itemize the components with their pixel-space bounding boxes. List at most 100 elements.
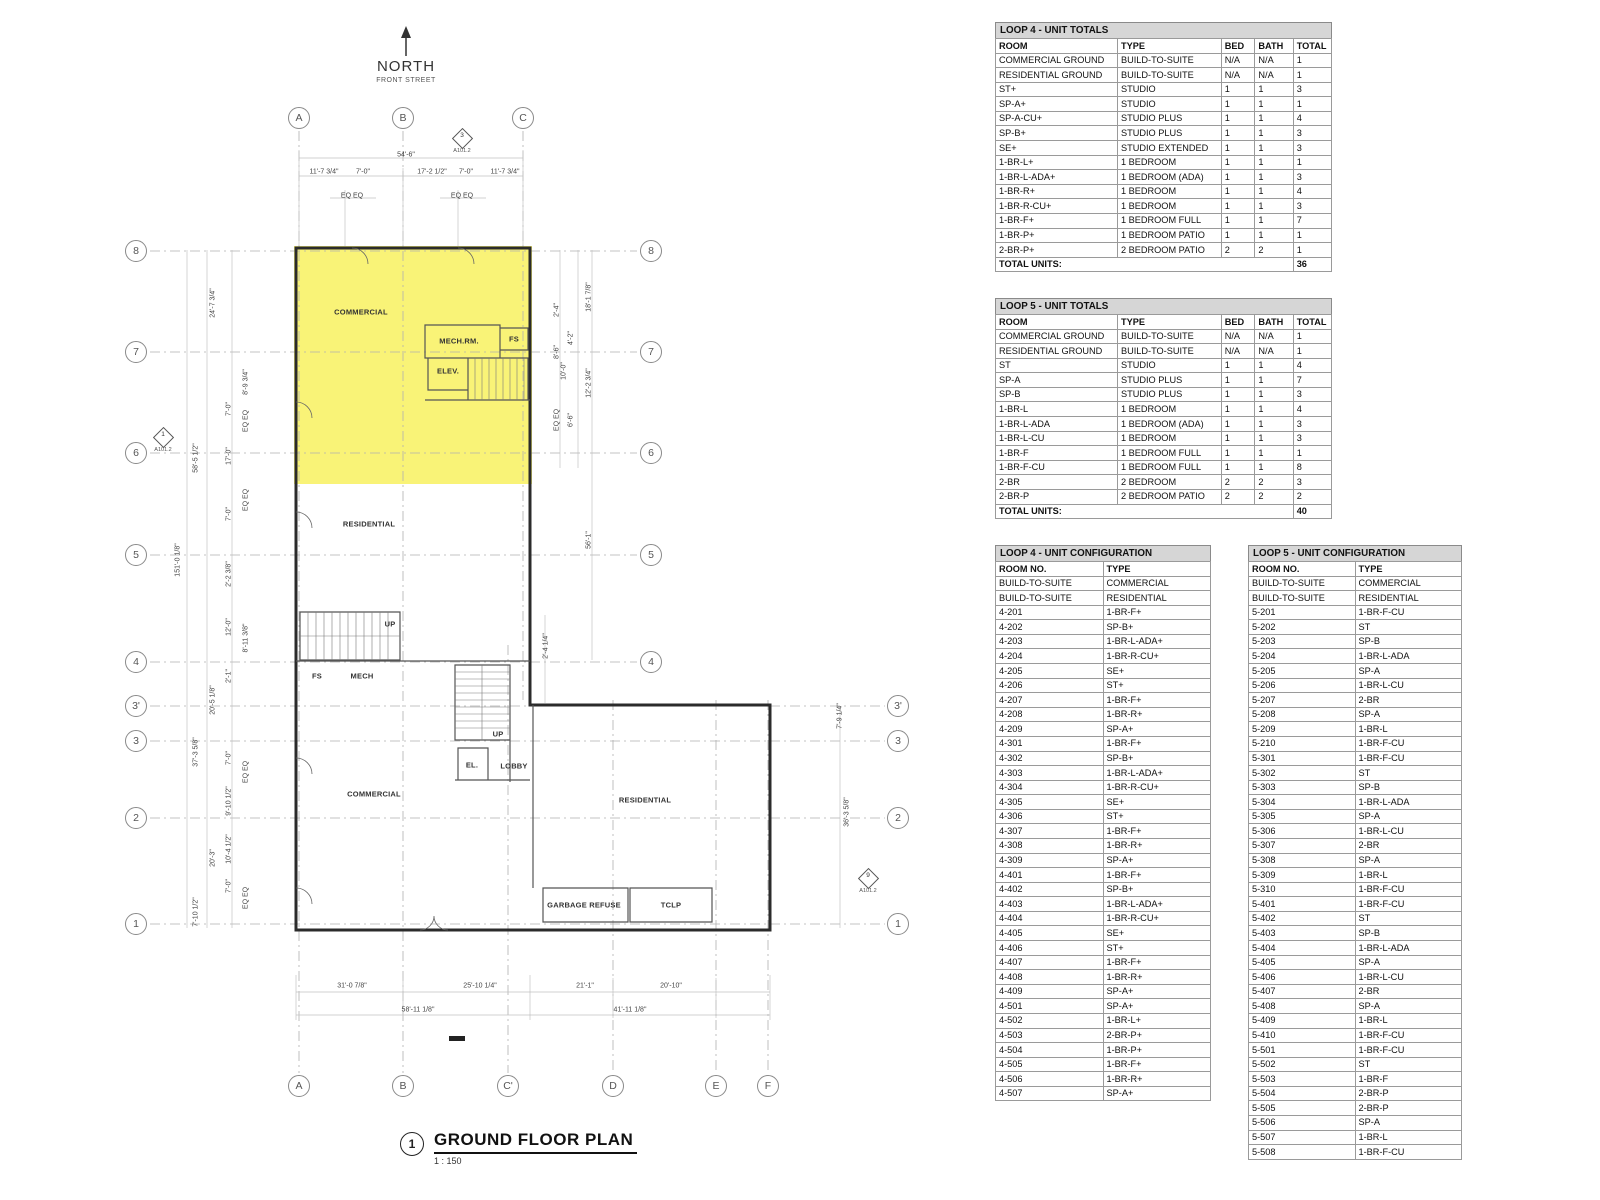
table-cell: 1 xyxy=(1254,372,1294,388)
table-cell: 5-202 xyxy=(1248,619,1356,635)
table-cell: 1 xyxy=(1254,212,1294,229)
table-cell: SE+ xyxy=(1102,663,1211,679)
total-units-label: TOTAL UNITS: xyxy=(995,503,1294,520)
dimension-label: 7'-0" xyxy=(459,168,473,176)
table-cell: SP-A xyxy=(995,372,1118,388)
room-label: COMMERCIAL xyxy=(334,307,388,317)
table-cell: SP-A xyxy=(1354,663,1462,679)
table-cell: 2 xyxy=(1220,474,1256,490)
table-cell: 4-304 xyxy=(995,779,1104,796)
table-cell: 1-BR-L-CU xyxy=(1354,677,1462,694)
table-cell: 5-410 xyxy=(1248,1027,1356,1044)
table-cell: 1 xyxy=(1292,445,1333,461)
table-total-row: TOTAL UNITS:40 xyxy=(995,503,1333,520)
table-cell: ST xyxy=(1354,910,1462,927)
plan-scale: 1 : 150 xyxy=(434,1156,462,1166)
plan-linework xyxy=(150,26,885,1073)
highlighted-area xyxy=(294,246,532,484)
total-units-label: TOTAL UNITS: xyxy=(995,256,1294,273)
dimension-label: 10'-0" xyxy=(560,362,568,380)
section-marker-sheet: A101.2 xyxy=(859,888,877,894)
column-header: ROOM xyxy=(995,314,1118,330)
dimension-label: 2'-2 3/8" xyxy=(225,561,233,587)
table-cell: N/A xyxy=(1254,67,1294,83)
table-cell: 5-408 xyxy=(1248,998,1356,1014)
dimension-label: 12'-0" xyxy=(225,618,233,636)
table-cell: 1 xyxy=(1220,198,1256,214)
table-cell: SP-B xyxy=(995,386,1118,403)
dimension-label: EQ EQ xyxy=(450,192,474,200)
table-cell: 1-BR-L-ADA xyxy=(1354,794,1462,810)
table-cell: 1 xyxy=(1254,183,1294,200)
table-cell: 1 BEDROOM (ADA) xyxy=(1116,169,1222,185)
dimension-label: 20'-3" xyxy=(209,849,217,867)
dimension-label: 10'-4 1/2" xyxy=(225,834,233,864)
table-cell: 5-302 xyxy=(1248,765,1356,781)
table-cell: 5-203 xyxy=(1248,633,1356,650)
ground-floor-plan: NORTH FRONT STREET 1 GROUND FLOOR PLAN 1… xyxy=(125,26,909,1166)
table-cell: 1-BR-F-CU xyxy=(1354,881,1462,898)
table-cell: ST xyxy=(1354,619,1462,635)
dimension-lines xyxy=(186,150,841,1020)
table-cell: 1-BR-F-CU xyxy=(1354,1144,1462,1160)
table-header-row: ROOM NO.TYPE xyxy=(1248,561,1462,577)
table-cell: 1-BR-L-ADA xyxy=(1354,940,1462,956)
section-marker-number: 1 xyxy=(161,431,165,438)
column-header: TOTAL xyxy=(1292,314,1333,330)
column-header: ROOM NO. xyxy=(1248,561,1356,577)
table-cell: 5-407 xyxy=(1248,983,1356,1000)
table-cell: 1-BR-L-CU xyxy=(1354,969,1462,985)
table-cell: 4-401 xyxy=(995,867,1104,883)
table-cell: 4-505 xyxy=(995,1056,1104,1073)
dimension-label: 7'-0" xyxy=(356,168,370,176)
table-cell: 4-206 xyxy=(995,677,1104,694)
room-label: MECH.RM. xyxy=(439,336,479,346)
table-cell: 1 xyxy=(1254,416,1294,432)
table-cell: COMMERCIAL GROUND xyxy=(995,328,1118,345)
table-cell: N/A xyxy=(1220,343,1256,359)
table-cell: ST+ xyxy=(1102,808,1211,825)
table-cell: 2-BR-P+ xyxy=(995,242,1118,258)
room-label: LOBBY xyxy=(500,761,528,771)
grid-bubble-2: 2 xyxy=(125,807,147,829)
table-cell: 2 xyxy=(1254,242,1294,258)
door-swings xyxy=(295,247,475,931)
table-cell: 5-309 xyxy=(1248,867,1356,883)
table-cell: BUILD-TO-SUITE xyxy=(995,575,1104,592)
table-cell: 1 xyxy=(1254,401,1294,418)
table-cell: 1 xyxy=(1254,154,1294,171)
table-cell: 1 BEDROOM xyxy=(1116,198,1222,214)
column-header: TOTAL xyxy=(1292,38,1333,54)
stairs-hatch xyxy=(300,358,525,740)
table-cell: 1-BR-F+ xyxy=(995,212,1118,229)
table-cell: SP-B xyxy=(1354,925,1462,942)
table-cell: 1 xyxy=(1220,154,1256,171)
table-cell: 3 xyxy=(1292,140,1333,156)
dimension-label: 9'-10 1/2" xyxy=(225,786,233,816)
table-cell: RESIDENTIAL xyxy=(1354,590,1462,606)
table-cell: 3 xyxy=(1292,169,1333,185)
table-cell: 1 BEDROOM FULL xyxy=(1116,212,1222,229)
table-cell: 1 BEDROOM xyxy=(1116,430,1222,447)
table-cell: 2 xyxy=(1254,488,1294,505)
room-label: ELEV. xyxy=(437,366,459,376)
table-cell: 1 xyxy=(1292,328,1333,345)
dimension-label: 4'-2" xyxy=(567,331,575,345)
